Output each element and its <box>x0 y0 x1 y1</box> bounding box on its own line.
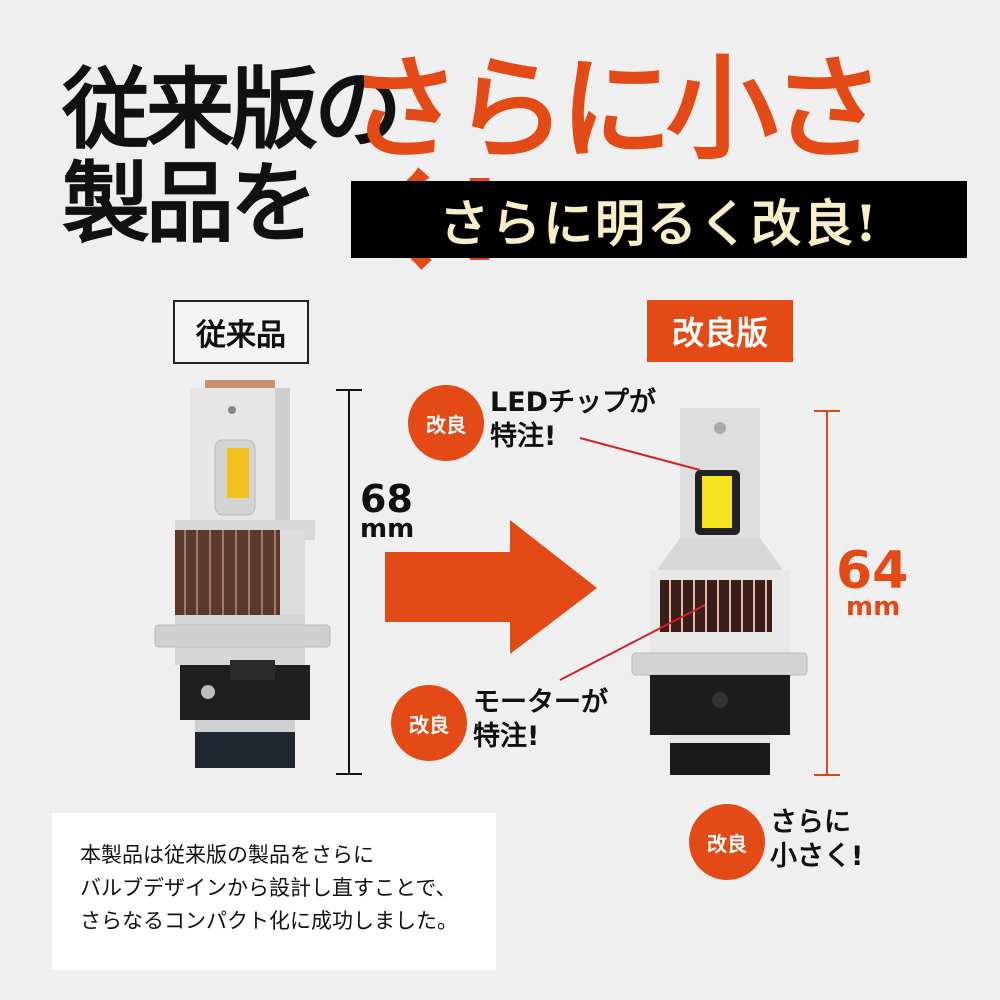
old-dimension-unit: mm <box>360 514 415 544</box>
description-line2: バルブデザインから設計し直すことで、 <box>80 876 457 901</box>
old-dimension-bottom-cap <box>336 773 362 775</box>
new-dimension-line <box>826 410 828 776</box>
old-bulb-image <box>154 380 331 768</box>
old-dimension-line <box>348 389 350 775</box>
callout-led-chip: LEDチップが 特注! <box>490 386 656 454</box>
right-arrow-icon <box>385 520 597 654</box>
callout-motor-line1: モーターが <box>473 687 608 718</box>
old-dimension-top-cap <box>336 389 362 391</box>
description-box: 本製品は従来版の製品をさらに バルブデザインから設計し直すことで、 さらなるコン… <box>52 813 496 970</box>
subheadline-bar: さらに明るく改良! <box>351 181 967 258</box>
description-line1: 本製品は従来版の製品をさらに <box>80 843 374 867</box>
new-dimension-top-cap <box>814 410 840 412</box>
headline-line1: 従来版の <box>62 58 402 161</box>
callout-smaller: さらに 小さく! <box>770 806 863 874</box>
old-dimension-value: 68 <box>360 477 413 521</box>
headline-line2: 製品を <box>62 152 318 255</box>
callout-led-line2: 特注! <box>490 420 557 452</box>
callout-smaller-line2: 小さく! <box>770 840 864 872</box>
callout-smaller-line1: さらに <box>770 807 851 838</box>
callout-motor-line2: 特注! <box>473 720 540 752</box>
improvement-badge-size: 改良 <box>689 804 765 880</box>
new-dimension-value: 64 <box>836 541 909 601</box>
label-new-product: 改良版 <box>647 300 793 362</box>
improvement-badge-led: 改良 <box>408 385 484 461</box>
new-dimension-unit: mm <box>846 592 901 622</box>
new-dimension-bottom-cap <box>814 774 840 776</box>
label-old-product: 従来品 <box>173 300 309 364</box>
callout-motor: モーターが 特注! <box>473 686 608 754</box>
description-line3: さらなるコンパクト化に成功しました。 <box>80 909 458 934</box>
new-bulb-image <box>631 408 808 775</box>
improvement-badge-motor: 改良 <box>391 685 467 761</box>
callout-led-line1: LEDチップが <box>490 387 657 418</box>
